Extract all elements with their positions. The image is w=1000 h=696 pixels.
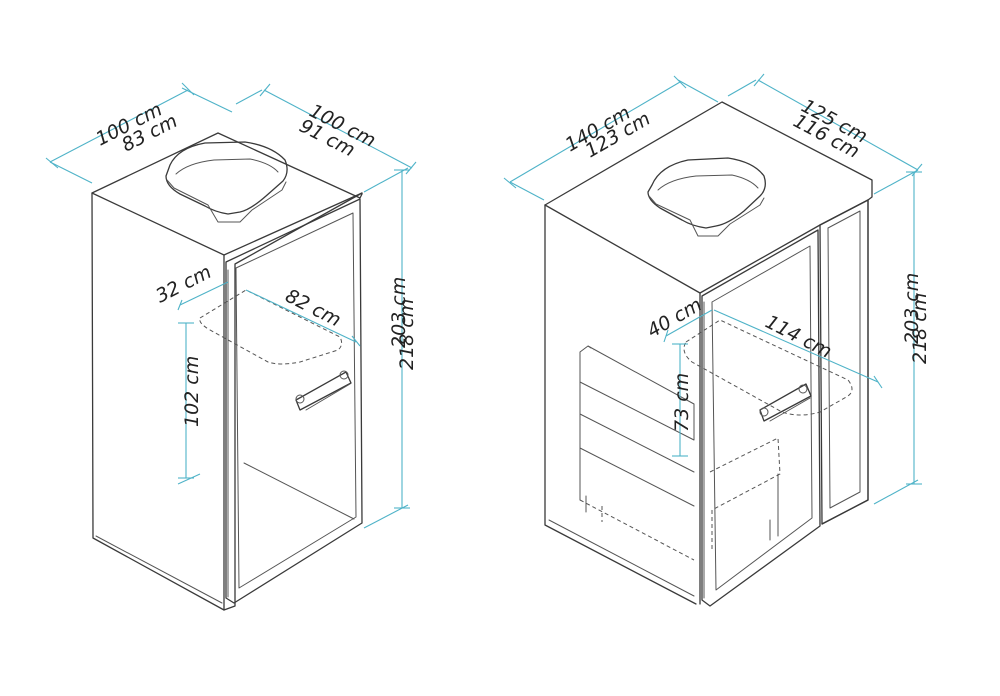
- right-dim-table-depth: [663, 309, 713, 343]
- left-dim-shelf-width: [245, 289, 361, 347]
- right-booth-roof-vent-icon: [647, 157, 766, 237]
- left-shelf-width-label: 82 cm: [282, 285, 345, 331]
- right-table-depth-label: 40 cm: [644, 294, 706, 343]
- left-shelf-depth-label: 32 cm: [152, 261, 215, 307]
- right-table-height-label: 73 cm: [671, 373, 693, 432]
- left-height-inner-label: 203 cm: [388, 277, 410, 348]
- right-dim-table-height: [672, 343, 688, 457]
- left-dim-shelf-depth: [177, 281, 229, 311]
- right-height-outer-label: 218 cm: [909, 293, 931, 364]
- right-booth-table: [683, 319, 853, 416]
- right-booth: 140 cm 123 cm 125 cm 116 cm 218 cm 203 c…: [503, 73, 931, 607]
- right-booth-door-handle: [759, 383, 812, 422]
- right-booth-sofa: [579, 345, 781, 561]
- right-booth-body: [544, 101, 873, 605]
- left-booth-roof-vent-icon: [165, 141, 288, 223]
- right-table-width-label: 114 cm: [762, 311, 835, 363]
- left-dim-width: [45, 82, 233, 184]
- left-shelf-height-label: 102 cm: [181, 356, 203, 427]
- left-height-outer-label: 218 cm: [396, 299, 418, 370]
- left-dim-shelf-height: [177, 322, 201, 485]
- right-dim-height: [873, 169, 922, 505]
- right-height-inner-label: 203 cm: [901, 273, 923, 344]
- left-booth-door-handle: [295, 370, 352, 411]
- left-dim-height: [363, 167, 410, 529]
- left-booth: 100 cm 83 cm 100 cm 91 cm 218 cm 203 cm …: [45, 82, 418, 611]
- left-booth-door: [225, 198, 363, 604]
- right-booth-side-panel: [819, 199, 869, 525]
- left-dim-depth: [235, 83, 417, 175]
- right-booth-door: [701, 229, 821, 607]
- right-dim-table-width: [713, 309, 883, 389]
- right-dim-width: [503, 75, 719, 201]
- left-booth-shelf: [199, 289, 343, 365]
